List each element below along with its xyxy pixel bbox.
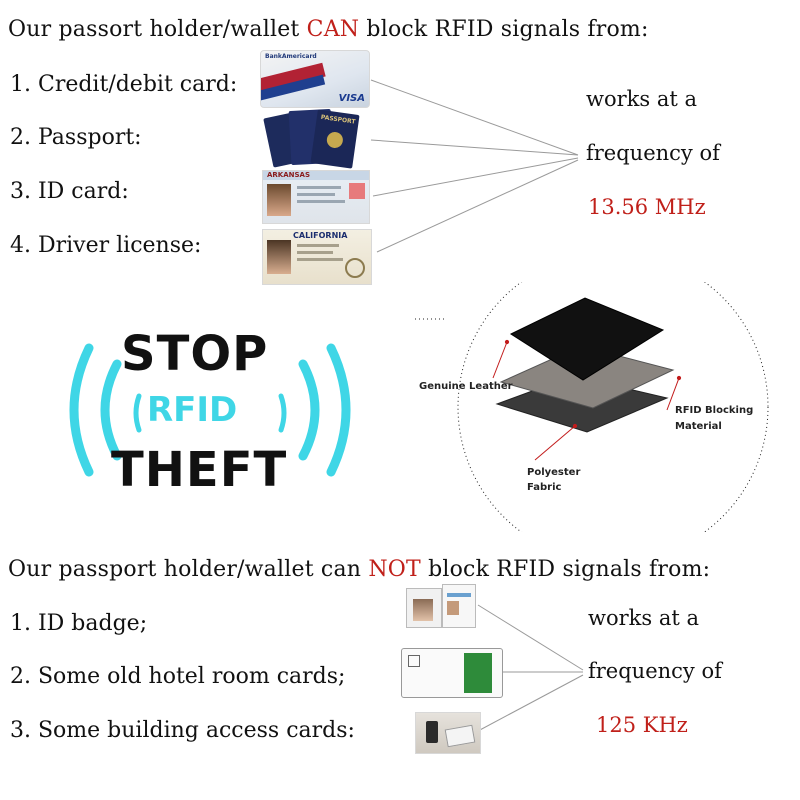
label-polyester: Polyester	[527, 467, 581, 478]
top-freq-value: 13.56 MHz	[588, 195, 706, 219]
license-seal-icon	[345, 258, 365, 278]
label-fabric: Fabric	[527, 482, 562, 493]
top-heading-highlight: CAN	[306, 17, 360, 42]
stop-rfid-theft-logo: STOP RFID THEFT	[55, 320, 365, 500]
badge-stripe	[447, 593, 471, 597]
rfid-signal-waves-icon	[69, 343, 351, 477]
bottom-heading-text-1: Our passport holder/wallet can	[8, 557, 369, 582]
hotel-card-brand-panel	[464, 653, 492, 693]
card-bank-label: BankAmericard	[265, 53, 317, 60]
bottom-heading-highlight: NOT	[368, 557, 421, 582]
id-badge-image	[404, 584, 478, 628]
driver-license-image: CALIFORNIA	[262, 229, 372, 285]
bottom-freq-line2: frequency of	[588, 659, 722, 683]
connector-line	[477, 604, 584, 671]
card-reader-icon	[426, 721, 438, 743]
badge-card	[442, 584, 476, 628]
passport-seal-icon	[325, 130, 344, 150]
passport-label: PASSPORT	[320, 113, 356, 126]
bottom-item-hotel-cards: 2. Some old hotel room cards;	[10, 664, 346, 689]
top-item-id-card: 3. ID card:	[10, 179, 129, 204]
bottom-item-building-cards: 3. Some building access cards:	[10, 718, 355, 743]
connector-line	[370, 139, 579, 156]
top-item-credit-card: 1. Credit/debit card:	[10, 72, 238, 97]
visa-logo: VISA	[338, 93, 365, 104]
id-card-text-line	[297, 193, 335, 196]
passport-book: PASSPORT	[310, 109, 360, 169]
passport-image: PASSPORT	[262, 108, 362, 169]
id-card-text-line	[297, 186, 341, 189]
label-rfid-blocking: RFID Blocking	[675, 405, 754, 416]
id-card-state-mark	[349, 183, 365, 199]
id-card-header	[263, 171, 369, 180]
logo-theft-text: THEFT	[111, 442, 288, 498]
top-item-passport: 2. Passport:	[10, 125, 142, 150]
id-card-photo	[267, 184, 291, 216]
badge-photo	[413, 599, 433, 621]
hotel-card-image	[401, 648, 503, 698]
credit-card-image: BankAmericard VISA	[260, 50, 370, 108]
id-card-image: ARKANSAS	[262, 170, 370, 224]
connector-line	[477, 674, 584, 732]
logo-rfid-text: RFID	[147, 390, 238, 430]
top-heading-text-1: Our passort holder/wallet	[8, 17, 307, 42]
bottom-heading-text-2: block RFID signals from:	[420, 557, 711, 582]
badge-holder	[406, 588, 442, 628]
license-state: CALIFORNIA	[293, 231, 348, 240]
top-freq-line2: frequency of	[586, 141, 720, 165]
top-item-driver-license: 4. Driver license:	[10, 233, 202, 258]
license-text-line	[297, 251, 333, 254]
label-rfid-material: Material	[675, 421, 722, 432]
building-card-image	[415, 712, 481, 754]
material-layers-graphic	[415, 282, 769, 532]
badge-card-photo	[447, 601, 459, 615]
license-text-line	[297, 258, 343, 261]
label-genuine-leather: Genuine Leather	[419, 381, 513, 392]
license-photo	[267, 240, 291, 274]
connector-line	[376, 159, 579, 253]
top-heading-text-2: block RFID signals from:	[359, 17, 649, 42]
material-layers-diagram: Genuine Leather RFID Blocking Material P…	[415, 282, 785, 532]
license-text-line	[297, 244, 339, 247]
top-freq-line1: works at a	[586, 87, 697, 111]
access-card-icon	[444, 724, 476, 748]
bottom-heading: Our passport holder/wallet can NOT block…	[8, 557, 710, 582]
bottom-freq-line1: works at a	[588, 606, 699, 630]
top-heading: Our passort holder/wallet CAN block RFID…	[8, 17, 649, 42]
connector-line	[370, 79, 579, 156]
connector-line	[372, 157, 579, 197]
logo-stop-text: STOP	[121, 326, 269, 382]
id-card-state: ARKANSAS	[267, 171, 311, 179]
bottom-item-id-badge: 1. ID badge;	[10, 611, 148, 636]
id-card-text-line	[297, 200, 345, 203]
bottom-freq-value: 125 KHz	[596, 713, 688, 737]
hotel-card-logo-icon	[408, 655, 420, 667]
